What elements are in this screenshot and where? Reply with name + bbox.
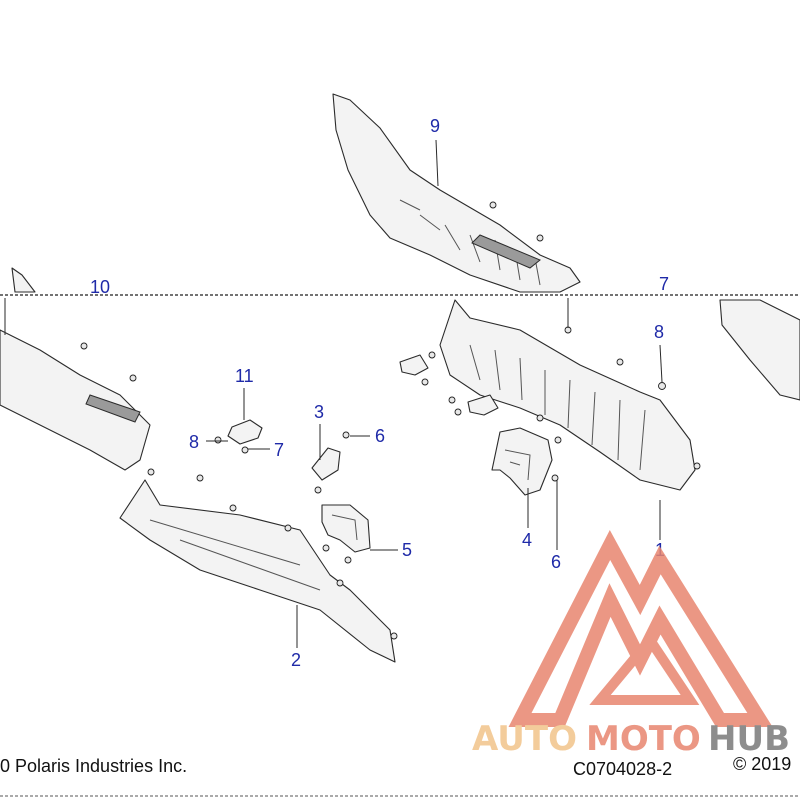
- callout-9: 9: [430, 116, 440, 136]
- callout-5: 5: [402, 540, 412, 560]
- part-11-plate: [227, 419, 263, 445]
- part-5-bracket: [321, 504, 371, 553]
- watermark-brand-auto: AUTO: [472, 719, 577, 759]
- part-9-upper-panel: [332, 93, 581, 293]
- footer-diagram-code: C0704028-2: [573, 759, 672, 779]
- footer-copyright-left: 0 Polaris Industries Inc.: [0, 756, 187, 776]
- callout-7-right: 7: [659, 274, 669, 294]
- callout-3: 3: [314, 402, 324, 422]
- right-edge-panel: [719, 299, 800, 401]
- watermark-triangle-logo: [508, 530, 773, 727]
- automotohub-watermark: AUTO MOTO HUB: [472, 530, 790, 759]
- callout-6-lower: 6: [551, 552, 561, 572]
- fasteners: [80, 201, 701, 640]
- footer-copyright-right: © 2019: [733, 754, 791, 774]
- callout-2: 2: [291, 650, 301, 670]
- hinge-brackets: [399, 354, 499, 416]
- part-1-right-panel: [439, 299, 696, 491]
- watermark-brand-hub: HUB: [708, 719, 790, 759]
- watermark-inner-mark: [589, 631, 700, 705]
- watermark-brand-moto: MOTO: [586, 719, 701, 759]
- part-3-bracket: [311, 447, 341, 481]
- callout-4: 4: [522, 530, 532, 550]
- callout-10: 10: [90, 277, 110, 297]
- leader-lines: [4, 139, 663, 648]
- callout-7-left: 7: [274, 440, 284, 460]
- callout-8-left: 8: [189, 432, 199, 452]
- callout-11: 11: [235, 366, 254, 386]
- callout-8-right: 8: [654, 322, 664, 342]
- part-2-lower-panel: [119, 479, 396, 663]
- part-10-left-panel: [0, 267, 151, 471]
- callout-6-upper: 6: [375, 426, 385, 446]
- part-4-bracket: [491, 427, 553, 496]
